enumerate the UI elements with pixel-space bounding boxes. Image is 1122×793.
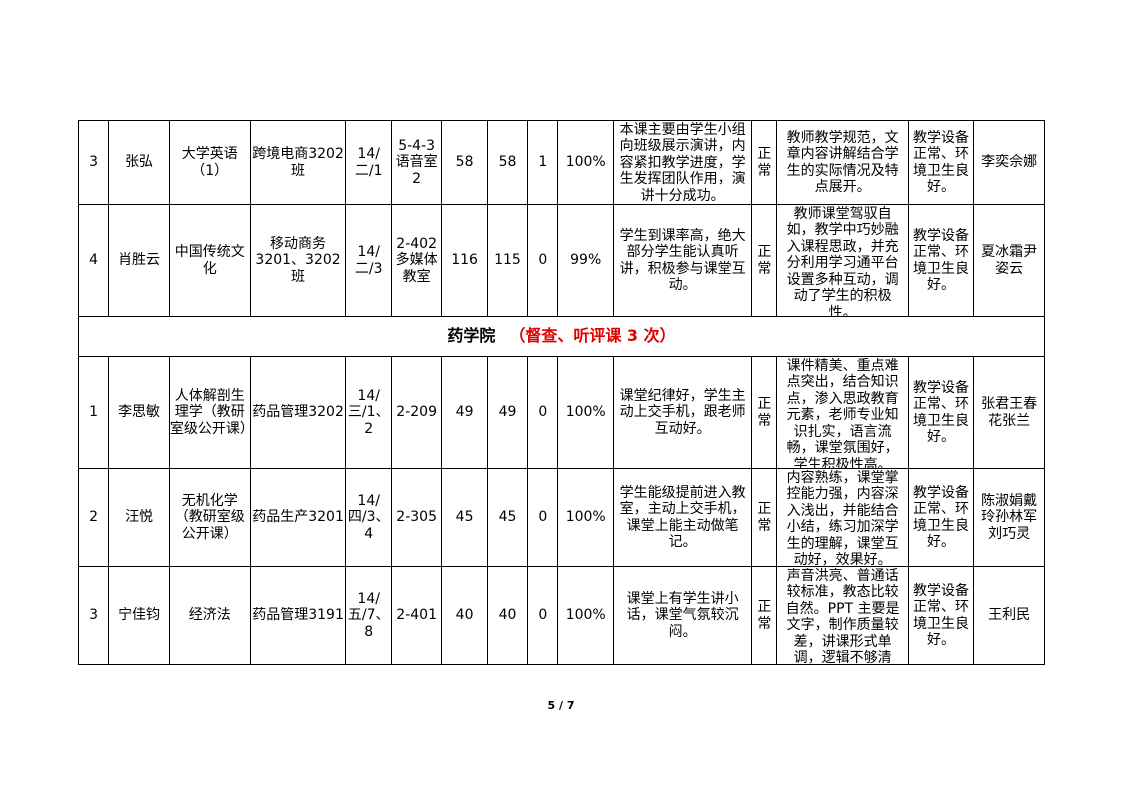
expected-count: 40: [455, 607, 474, 624]
student-situation: 学生能级提前进入教室，主动上交手机，课堂上能主动做笔记。: [619, 484, 746, 551]
class-name: 药品生产3201: [252, 509, 344, 526]
course-name: 中国传统文化: [174, 244, 245, 277]
class-time: 14/五/7、8: [347, 590, 390, 640]
order-status: 正常: [757, 244, 772, 277]
attendance-rate: 100%: [565, 509, 606, 526]
absent-count: 0: [538, 252, 548, 269]
teaching-situation: 课件精美、重点难点突出，结合知识点，渗入思政教育元素，老师专业知识扎实，语言流畅…: [786, 357, 899, 468]
section-note: （督查、听评课 3 次）: [509, 326, 676, 346]
attendance-rate: 99%: [570, 252, 602, 269]
expected-count: 116: [451, 252, 478, 269]
teacher-name: 李思敏: [118, 404, 161, 421]
supervisor-names: 王利民: [988, 607, 1031, 624]
class-time: 14/二/1: [354, 146, 383, 179]
classroom: 2-402 多媒体教室: [395, 235, 438, 285]
classroom: 2-209: [396, 404, 437, 421]
inspection-table: 3 张弘 大学英语（1） 跨境电商3202 班 14/二/1 5-4-3 语音室…: [77, 120, 1045, 665]
teacher-name: 肖胜云: [118, 252, 161, 269]
student-situation: 学生到课率高，绝大部分学生能认真听讲，积极参与课堂互动。: [619, 227, 746, 294]
student-situation: 课堂上有学生讲小话，课堂气氛较沉闷。: [626, 590, 739, 640]
order-status: 正常: [757, 146, 772, 179]
course-name: 无机化学（教研室级公开课）: [174, 492, 245, 542]
environment-situation: 教学设备正常、环境卫生良好。: [913, 379, 969, 446]
attendance-rate: 100%: [565, 404, 606, 421]
classroom: 2-401: [396, 607, 437, 624]
absent-count: 0: [538, 404, 548, 421]
attendance-rate: 100%: [565, 154, 606, 171]
table-row: 3 张弘 大学英语（1） 跨境电商3202 班 14/二/1 5-4-3 语音室…: [77, 120, 1045, 205]
actual-count: 45: [498, 509, 517, 526]
environment-situation: 教学设备正常、环境卫生良好。: [913, 129, 969, 196]
class-name: 跨境电商3202 班: [252, 146, 344, 179]
teaching-situation: 教师教学规范，文章内容讲解结合学生的实际情况及特点展开。: [786, 129, 899, 196]
environment-situation: 教学设备正常、环境卫生良好。: [913, 227, 969, 294]
course-name: 经济法: [188, 607, 231, 624]
row-number: 3: [89, 607, 99, 624]
expected-count: 49: [455, 404, 474, 421]
row-number: 4: [89, 252, 99, 269]
table-row: 2 汪悦 无机化学（教研室级公开课） 药品生产3201 14/四/3、4 2-3…: [77, 468, 1045, 567]
page-number: 5 / 7: [547, 699, 575, 712]
teacher-name: 汪悦: [125, 509, 154, 526]
course-name: 大学英语（1）: [181, 146, 238, 179]
teaching-situation: 教师课堂驾驭自如，教学中巧妙融入课程思政，并充分利用学习通平台设置多种互动，调动…: [786, 205, 899, 316]
class-name: 药品管理3191: [252, 607, 344, 624]
attendance-rate: 100%: [565, 607, 606, 624]
section-name: 药学院: [447, 326, 496, 346]
environment-situation: 教学设备正常、环境卫生良好。: [913, 582, 969, 649]
supervisor-names: 李奕佘娜: [981, 154, 1038, 171]
row-number: 3: [89, 154, 99, 171]
class-time: 14/四/3、4: [347, 492, 390, 542]
row-number: 2: [89, 509, 99, 526]
expected-count: 45: [455, 509, 474, 526]
student-situation: 本课主要由学生小组向班级展示演讲，内容紧扣教学进度，学生发挥团队作用，演讲十分成…: [619, 121, 746, 204]
actual-count: 115: [494, 252, 521, 269]
course-name: 人体解剖生理学（教研室级公开课）: [169, 387, 250, 437]
absent-count: 0: [538, 509, 548, 526]
class-name: 药品管理3202: [252, 404, 344, 421]
table-row: 3 宁佳钧 经济法 药品管理3191 14/五/7、8 2-401 40 40 …: [77, 566, 1045, 665]
expected-count: 58: [455, 154, 474, 171]
section-header-row: 药学院 （督查、听评课 3 次）: [78, 316, 1045, 357]
absent-count: 1: [538, 154, 548, 171]
teaching-situation: 声音洪亮、普通话较标准，教态比较自然。PPT 主要是文字，制作质量较差，讲课形式…: [785, 567, 900, 664]
actual-count: 58: [498, 154, 517, 171]
student-situation: 课堂纪律好，学生主动上交手机，跟老师互动好。: [619, 387, 746, 437]
teacher-name: 张弘: [125, 154, 154, 171]
classroom: 5-4-3 语音室 2: [395, 137, 438, 187]
teacher-name: 宁佳钧: [118, 607, 161, 624]
classroom: 2-305: [396, 509, 437, 526]
actual-count: 40: [498, 607, 517, 624]
table-row: 1 李思敏 人体解剖生理学（教研室级公开课） 药品管理3202 14/三/1、2…: [77, 356, 1045, 469]
teaching-situation: 内容熟练，课堂掌控能力强，内容深入浅出，并能结合小结，练习加深学生的理解，课堂互…: [786, 469, 899, 566]
absent-count: 0: [538, 607, 548, 624]
class-time: 14/二/3: [354, 244, 383, 277]
order-status: 正常: [757, 501, 772, 534]
supervisor-names: 陈淑娟戴玲孙林军刘巧灵: [981, 492, 1038, 542]
supervisor-names: 张君王春花张兰: [981, 396, 1038, 429]
supervisor-names: 夏冰霜尹姿云: [981, 244, 1038, 277]
class-name: 移动商务3201、3202 班: [255, 235, 341, 285]
row-number: 1: [89, 404, 99, 421]
order-status: 正常: [757, 396, 772, 429]
order-status: 正常: [757, 599, 772, 632]
environment-situation: 教学设备正常、环境卫生良好。: [913, 484, 969, 551]
actual-count: 49: [498, 404, 517, 421]
class-time: 14/三/1、2: [347, 387, 390, 437]
table-row: 4 肖胜云 中国传统文化 移动商务3201、3202 班 14/二/3 2-40…: [77, 204, 1045, 317]
